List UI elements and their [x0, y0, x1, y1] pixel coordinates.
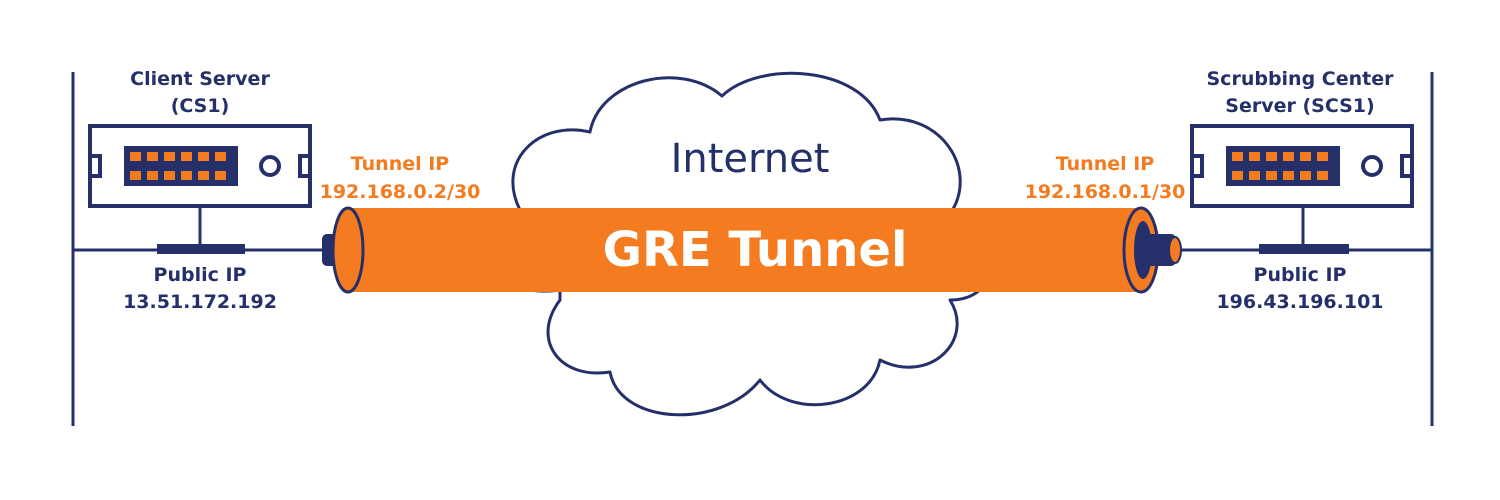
client-public-ip: Public IP 13.51.172.192: [100, 262, 300, 316]
client-server-title-line1: Client Server: [130, 68, 270, 90]
scrubbing-server-tjunction: [1259, 244, 1349, 254]
scrubbing-public-ip-value: 196.43.196.101: [1216, 291, 1384, 313]
client-tunnel-ip-label: Tunnel IP: [350, 153, 450, 175]
tube-right-cap-end: [1168, 236, 1182, 264]
scrubbing-server-icon: [1190, 124, 1414, 208]
tube-right-cap: [1142, 234, 1176, 266]
internet-label: Internet: [670, 136, 830, 182]
scrubbing-tunnel-ip: Tunnel IP 192.168.0.1/30: [1005, 150, 1205, 206]
tube-body: [346, 208, 1142, 292]
scrubbing-public-ip-label: Public IP: [1253, 264, 1347, 286]
scrubbing-server-title-line2: Server (SCS1): [1225, 95, 1375, 117]
client-server-title-line2: (CS1): [170, 95, 230, 117]
tube-icon: [322, 206, 1182, 294]
scrubbing-server-title-line1: Scrubbing Center: [1206, 68, 1394, 90]
client-tunnel-ip: Tunnel IP 192.168.0.2/30: [300, 150, 500, 206]
client-public-ip-label: Public IP: [153, 264, 247, 286]
client-server-icon: [88, 124, 312, 208]
client-server-title: Client Server (CS1): [80, 66, 320, 120]
scrubbing-server-title: Scrubbing Center Server (SCS1): [1170, 66, 1430, 120]
client-tunnel-ip-value: 192.168.0.2/30: [319, 181, 481, 203]
client-public-ip-value: 13.51.172.192: [123, 291, 277, 313]
scrubbing-public-ip: Public IP 196.43.196.101: [1200, 262, 1400, 316]
scrubbing-tunnel-ip-label: Tunnel IP: [1055, 153, 1155, 175]
tube-left-end: [331, 206, 365, 294]
gre-tunnel-label: GRE Tunnel: [602, 222, 908, 278]
scrubbing-tunnel-ip-value: 192.168.0.1/30: [1024, 181, 1186, 203]
client-server-tjunction: [157, 244, 245, 254]
